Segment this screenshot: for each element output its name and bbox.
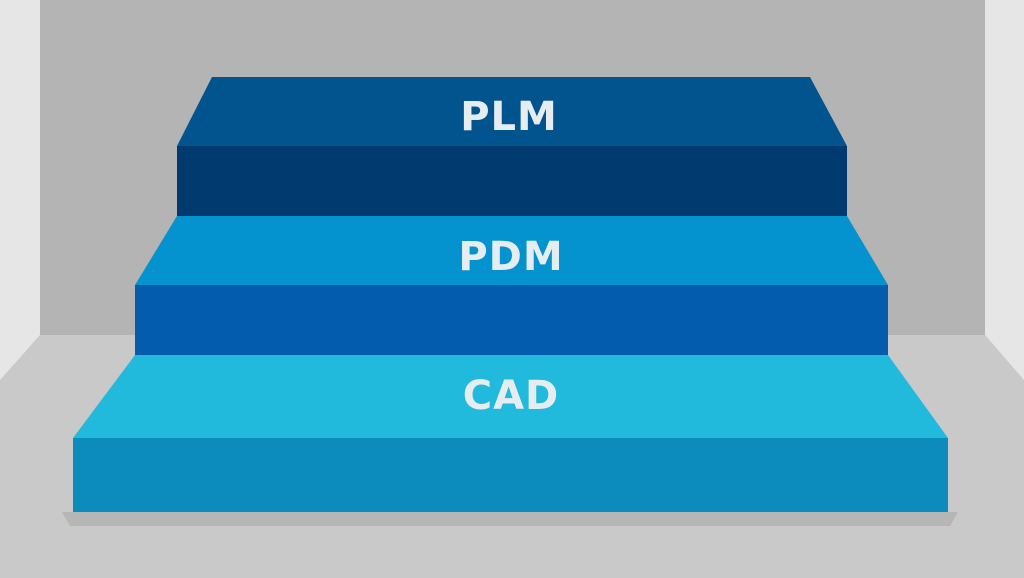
step-cad-top xyxy=(73,355,948,438)
step-cad-front xyxy=(73,438,948,512)
right-wall xyxy=(985,0,1024,380)
step-plm-label: PLM xyxy=(460,94,558,140)
step-cad-label: CAD xyxy=(463,373,560,419)
step-pdm-front xyxy=(135,285,888,355)
step-plm-front xyxy=(177,146,847,216)
step-cad: CAD xyxy=(73,355,948,512)
floor-shadow xyxy=(62,512,958,526)
step-plm: PLM xyxy=(177,77,847,216)
step-plm-top xyxy=(177,77,847,146)
step-pdm-label: PDM xyxy=(458,234,563,280)
left-wall xyxy=(0,0,40,380)
step-pdm: PDM xyxy=(135,216,888,355)
step-pdm-top xyxy=(135,216,888,285)
